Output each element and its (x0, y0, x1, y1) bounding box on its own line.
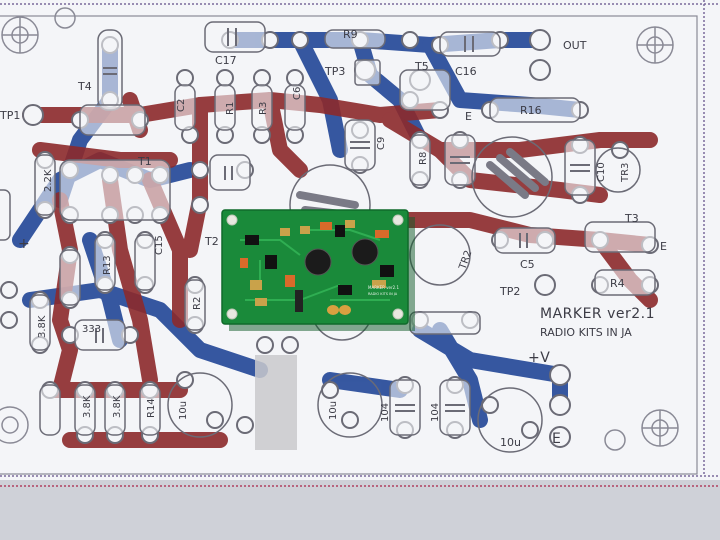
title-line2: RADIO KITS IN JA (540, 326, 632, 339)
label-t4: T4 (77, 80, 92, 93)
label-c16: C16 (455, 65, 477, 78)
label-tp2: TP2 (499, 285, 520, 298)
label-plus: + (18, 236, 30, 252)
label-e-a: E (465, 110, 472, 123)
pcb-silk-line1: MARKER ver2.1 (368, 285, 399, 290)
label-333: 333 (82, 324, 101, 335)
label-t2: T2 (204, 235, 219, 248)
label-c10: C10 (596, 162, 607, 182)
component-outlines (0, 21, 656, 436)
label-c15: C15 (154, 235, 165, 255)
label-r4: R4 (610, 277, 625, 290)
label-c2: C2 (176, 99, 187, 112)
label-10u-a: 10u (178, 401, 189, 420)
label-r13: R13 (102, 255, 113, 275)
silkscreen-labels: OUT R9 C17 C16 R16 TP1 TP2 TP3 T4 T5 T1 … (0, 28, 667, 449)
label-r3: R3 (258, 102, 269, 115)
mounting-holes (0, 7, 679, 451)
pcb-silk-line2: RADIO KITS IN JA (368, 292, 398, 296)
label-c17: C17 (215, 54, 237, 67)
label-t3: T3 (624, 212, 639, 225)
label-e-b: E (660, 240, 667, 253)
label-10u-c: 10u (500, 436, 521, 449)
label-ground: E (552, 431, 561, 447)
tape-strip (255, 355, 297, 450)
label-3-8k-b: 3.8K (82, 395, 93, 418)
label-vplus: +V (528, 350, 550, 366)
label-104-b: 104 (430, 403, 441, 422)
label-r8: R8 (418, 152, 429, 165)
label-tr3: TR3 (620, 163, 631, 183)
label-c5: C5 (520, 258, 535, 271)
label-r2: R2 (192, 297, 203, 310)
label-t5: T5 (414, 60, 429, 73)
label-c9: C9 (376, 137, 387, 150)
capacitor-plates (95, 28, 590, 412)
label-3-8k-a: 3.8K (37, 315, 48, 338)
label-r16: R16 (520, 104, 542, 117)
label-2-2k: 2.2K (43, 169, 54, 192)
label-r1: R1 (225, 102, 236, 115)
layout-frame (0, 15, 698, 475)
label-r14: R14 (146, 398, 157, 418)
label-10u-b: 10u (328, 401, 339, 420)
label-3-8k-c: 3.8K (112, 395, 123, 418)
label-c6: C6 (292, 87, 303, 100)
title-line1: MARKER ver2.1 (540, 306, 655, 322)
label-104-a: 104 (380, 403, 391, 422)
label-r9: R9 (343, 28, 358, 41)
assembled-pcb: MARKER ver2.1 RADIO KITS IN JA (221, 209, 415, 331)
label-out: OUT (563, 39, 587, 52)
label-tp3: TP3 (324, 65, 345, 78)
label-t1: T1 (137, 155, 152, 168)
label-tp1: TP1 (0, 109, 20, 122)
